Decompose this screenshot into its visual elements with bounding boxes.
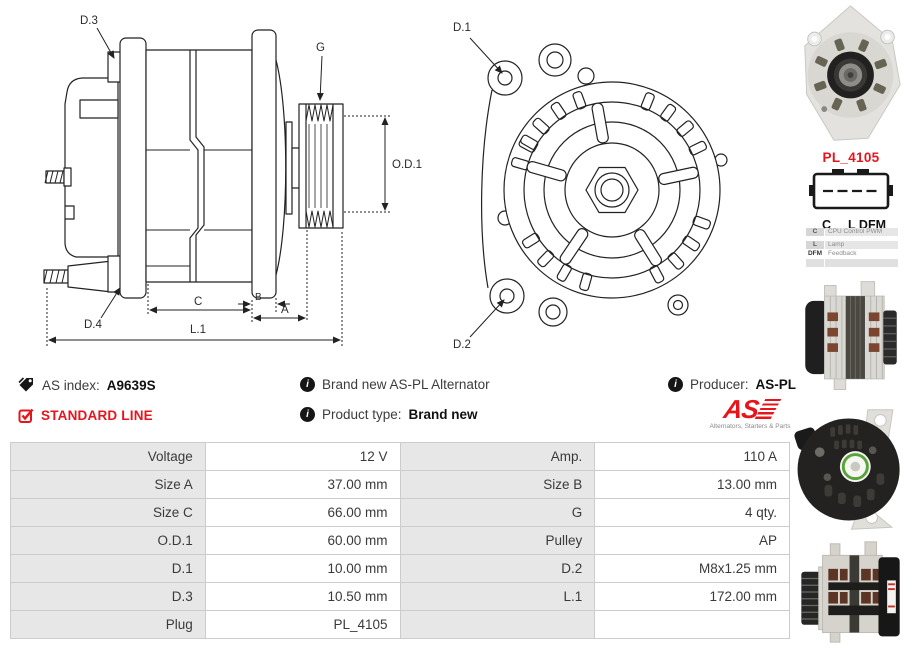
spec-label-cell: Pulley	[399, 526, 596, 555]
legend-row: L Lamp	[806, 241, 898, 249]
legend-desc: Feedback	[825, 250, 898, 258]
dim-label-od1: O.D.1	[392, 159, 422, 171]
spec-label-cell: Size A	[10, 470, 206, 499]
dim-label-d4: D.4	[84, 319, 103, 331]
spec-value-cell: 60.00 mm	[204, 526, 401, 555]
info-circle-icon: i	[300, 407, 315, 422]
plug-pin-left-label: C	[822, 218, 832, 232]
standard-line-badge: STANDARD LINE	[41, 407, 153, 423]
legend-row: DFM Feedback	[806, 250, 898, 258]
table-row: Plug PL_4105	[10, 610, 790, 639]
legend-desc: Lamp	[825, 241, 898, 249]
product-photo-front-view	[804, 5, 901, 141]
legend-row: C CPU Control PWM	[806, 228, 898, 236]
spec-label-cell: Size B	[399, 470, 596, 499]
product-photo-side-view-pulley-left	[801, 541, 900, 643]
spec-value-cell: 37.00 mm	[204, 470, 401, 499]
dim-label-a: A	[281, 304, 289, 316]
legend-pin: L	[806, 241, 824, 249]
table-row: O.D.1 60.00 mm Pulley AP	[10, 526, 790, 555]
alternator-side-view-drawing: D.3 G O.D.1 D.4 C B A L.1	[43, 15, 422, 346]
producer-value: AS-PL	[755, 377, 797, 392]
brand-new-text: Brand new AS-PL Alternator	[322, 377, 490, 392]
spec-value-cell: M8x1.25 mm	[594, 554, 790, 583]
spec-label-cell: Plug	[10, 610, 206, 639]
spec-value-cell: AP	[594, 526, 790, 555]
spec-label-cell: D.2	[399, 554, 596, 583]
dim-label-g: G	[316, 42, 325, 54]
as-index-label: AS index:	[42, 377, 100, 393]
legend-row-empty	[806, 259, 898, 267]
spec-label-cell	[399, 610, 596, 639]
spec-label-cell: O.D.1	[10, 526, 206, 555]
checked-box-icon	[18, 408, 34, 423]
spec-value-cell: 172.00 mm	[594, 582, 790, 611]
spec-value-cell: 10.50 mm	[204, 582, 401, 611]
spec-label-cell: D.3	[10, 582, 206, 611]
product-photo-side-view-rear-left	[805, 281, 897, 390]
spec-label-cell: D.1	[10, 554, 206, 583]
standard-line-item: STANDARD LINE	[18, 407, 153, 423]
product-type-item: i Product type: Brand new	[300, 407, 478, 422]
as-index-value: A9639S	[106, 377, 156, 393]
spec-label-cell: Amp.	[399, 442, 596, 471]
dim-label-c: C	[194, 296, 202, 308]
product-type-value: Brand new	[408, 407, 478, 422]
legend-pin: C	[806, 228, 824, 236]
spec-value-cell: PL_4105	[204, 610, 401, 639]
legend-pin: DFM	[806, 250, 824, 258]
spec-value-cell: 10.00 mm	[204, 554, 401, 583]
table-row: D.3 10.50 mm L.1 172.00 mm	[10, 582, 790, 611]
dim-label-d1: D.1	[453, 22, 471, 34]
spec-value-cell: 4 qty.	[594, 498, 790, 527]
table-row: Voltage 12 V Amp. 110 A	[10, 442, 790, 471]
spec-label-cell: L.1	[399, 582, 596, 611]
as-index-item: AS index: A9639S	[18, 377, 156, 393]
plug-pin-legend: C CPU Control PWM L Lamp DFM Feedback	[806, 228, 898, 268]
spec-value-cell: 110 A	[594, 442, 790, 471]
producer-item: i Producer: AS-PL	[668, 377, 796, 392]
table-row: Size A 37.00 mm Size B 13.00 mm	[10, 470, 790, 499]
table-row: Size C 66.00 mm G 4 qty.	[10, 498, 790, 527]
as-pl-logo: AS Alternators, Starters & Parts	[700, 394, 800, 430]
product-type-label: Product type:	[322, 407, 402, 422]
info-circle-icon: i	[300, 377, 315, 392]
table-row: D.1 10.00 mm D.2 M8x1.25 mm	[10, 554, 790, 583]
plug-connector-diagram: C L DFM	[806, 167, 896, 232]
spec-value-cell: 13.00 mm	[594, 470, 790, 499]
alternator-front-view-drawing: D.1 D.2	[453, 22, 728, 351]
spec-value-cell	[594, 610, 790, 639]
info-circle-icon: i	[668, 377, 683, 392]
product-media-column: PL_4105 C L DFM C CPU Control PWM L Lamp…	[792, 0, 910, 648]
dim-label-d3: D.3	[80, 15, 98, 27]
dim-label-b: B	[255, 292, 262, 303]
dim-label-l1: L.1	[190, 324, 206, 336]
spec-value-cell: 66.00 mm	[204, 498, 401, 527]
as-pl-logo-subtext: Alternators, Starters & Parts	[709, 423, 791, 430]
spec-value-cell: 12 V	[204, 442, 401, 471]
spec-label-cell: Voltage	[10, 442, 206, 471]
plug-connector-drawing	[809, 169, 893, 210]
producer-label: Producer:	[690, 377, 749, 392]
spec-label-cell: G	[399, 498, 596, 527]
legend-desc: CPU Control PWM	[825, 228, 898, 236]
product-photo-rear-view	[794, 409, 900, 530]
plug-code-title: PL_4105	[822, 150, 880, 165]
tag-icon	[18, 377, 33, 392]
spec-label-cell: Size C	[10, 498, 206, 527]
spec-table: Voltage 12 V Amp. 110 A Size A 37.00 mm …	[10, 442, 790, 639]
brand-new-item: i Brand new AS-PL Alternator	[300, 377, 490, 392]
dim-label-d2: D.2	[453, 339, 471, 351]
